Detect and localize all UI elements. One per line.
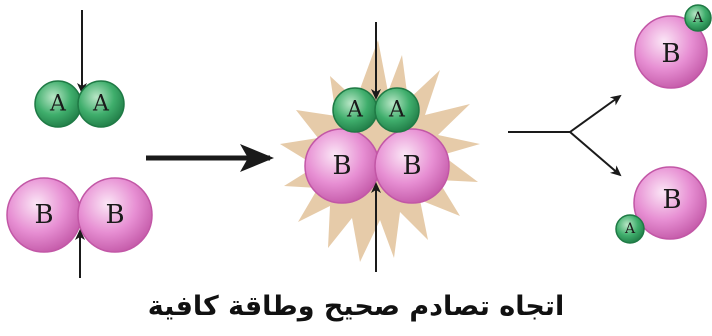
molecule-a2-left: A A: [34, 80, 125, 128]
atom-a-label: A: [346, 98, 364, 123]
product-fork-arrows: [508, 94, 622, 177]
atom-a: [684, 4, 712, 32]
atom-b: [633, 166, 707, 240]
atom-b-label: B: [662, 185, 681, 215]
molecule-b2-middle: B B: [304, 128, 450, 204]
diagram-caption: اتجاه تصادم صحيح وطاقة كافية: [147, 291, 565, 322]
atom-a: [374, 87, 420, 133]
molecule-a2-middle: A A: [332, 87, 420, 133]
atom-b: [374, 128, 450, 204]
atom-b-label: B: [34, 200, 53, 230]
atom-b: [77, 177, 153, 253]
atom-a-label: A: [624, 221, 636, 237]
product-ab-top: B A: [634, 4, 712, 89]
atom-b-label: B: [402, 151, 421, 181]
atom-a: [615, 214, 645, 244]
atom-a-label: A: [92, 92, 110, 117]
molecule-b2-left: B B: [6, 177, 153, 253]
atom-a: [77, 80, 125, 128]
product-ab-bottom: B A: [615, 166, 707, 244]
atom-b: [634, 15, 708, 89]
atom-b-label: B: [332, 151, 351, 181]
atom-a-label: A: [692, 10, 704, 26]
atom-a-label: A: [49, 92, 67, 117]
atom-a-label: A: [388, 98, 406, 123]
atom-b-label: B: [661, 39, 680, 69]
atom-b-label: B: [105, 200, 124, 230]
